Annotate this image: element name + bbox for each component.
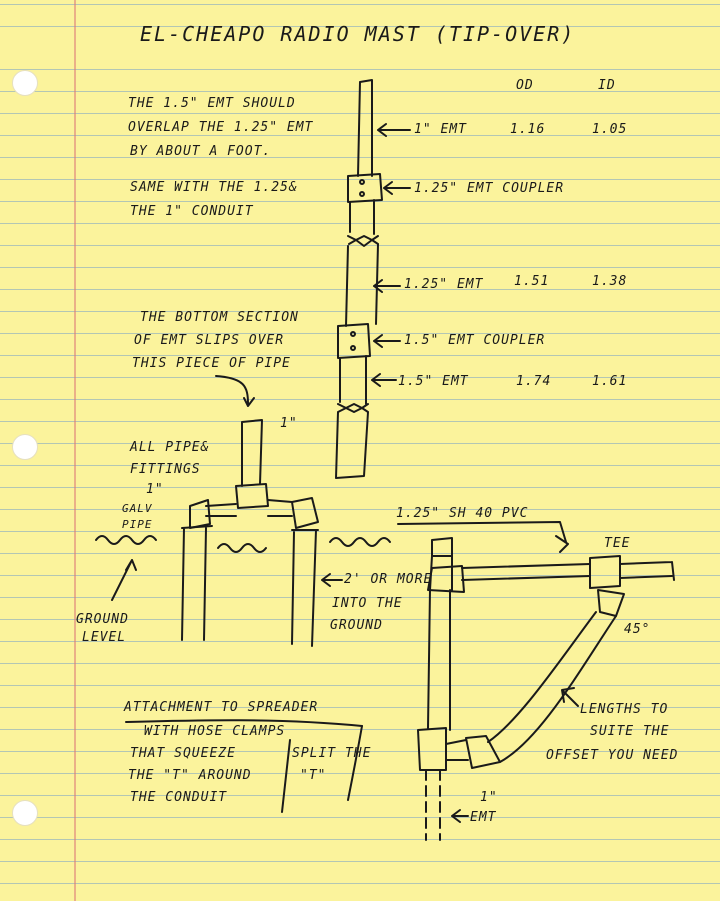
note-attach-2: WITH HOSE CLAMPS <box>144 724 285 739</box>
note-fittings-3: 1" <box>146 482 164 497</box>
note-same-2: THE 1" CONDUIT <box>130 204 254 219</box>
note-overlap-3: BY ABOUT A FOOT. <box>130 144 271 159</box>
emt-125-section <box>348 200 378 240</box>
note-lengths-1: LENGTHS TO <box>580 702 668 717</box>
value-id-15: 1.61 <box>592 374 627 389</box>
label-pipe-1: 1" <box>280 416 298 431</box>
label-emt-15: 1.5" EMT <box>398 374 469 389</box>
note-attach-3: THAT SQUEEZE <box>130 746 236 761</box>
value-id-1: 1.05 <box>592 122 627 137</box>
coupler-15 <box>338 324 370 358</box>
label-coupler-125: 1.25" EMT COUPLER <box>414 181 564 196</box>
note-ground-1: GROUND <box>76 612 129 627</box>
note-split-2: "T" <box>300 768 326 783</box>
note-overlap-2: OVERLAP THE 1.25" EMT <box>128 120 313 135</box>
note-depth-3: GROUND <box>330 618 383 633</box>
emt-1-inch-section <box>358 80 372 176</box>
note-attach-4: THE "T" AROUND <box>128 768 252 783</box>
value-od-15: 1.74 <box>516 374 551 389</box>
note-fittings-2: FITTINGS <box>130 462 201 477</box>
label-emt-1: 1" EMT <box>414 122 467 137</box>
note-attach-5: THE CONDUIT <box>130 790 227 805</box>
mast-drawing <box>336 80 382 478</box>
column-id: ID <box>598 78 616 93</box>
note-fittings-1: ALL PIPE& <box>130 440 209 455</box>
note-lengths-3: OFFSET YOU NEED <box>546 748 678 763</box>
label-45-deg: 45° <box>624 622 650 637</box>
label-bottom-emt-1: 1" <box>480 790 498 805</box>
note-fittings-5: PIPE <box>122 518 153 531</box>
note-split-1: SPLIT THE <box>292 746 371 761</box>
note-depth-1: 2' OR MORE <box>344 572 432 587</box>
note-overlap-1: THE 1.5" EMT SHOULD <box>128 96 296 111</box>
note-depth-2: INTO THE <box>332 596 403 611</box>
label-pvc: 1.25" SH 40 PVC <box>396 506 528 521</box>
value-id-125: 1.38 <box>592 274 627 289</box>
note-bottom-3: THIS PIECE OF PIPE <box>132 356 291 371</box>
column-od: OD <box>516 78 534 93</box>
note-bottom-2: OF EMT SLIPS OVER <box>134 333 284 348</box>
value-od-125: 1.51 <box>514 274 549 289</box>
note-same-1: SAME WITH THE 1.25& <box>130 180 298 195</box>
label-bottom-emt-2: EMT <box>470 810 496 825</box>
page-title: EL-CHEAPO RADIO MAST (TIP-OVER) <box>140 22 575 46</box>
emt-15-section <box>338 356 368 408</box>
label-emt-125: 1.25" EMT <box>404 277 483 292</box>
value-od-1: 1.16 <box>510 122 545 137</box>
note-attach-1: ATTACHMENT TO SPREADER <box>124 700 318 715</box>
label-tee: TEE <box>604 536 630 551</box>
note-lengths-2: SUITE THE <box>590 724 669 739</box>
note-fittings-4: GALV <box>122 502 153 515</box>
label-coupler-15: 1.5" EMT COUPLER <box>404 333 545 348</box>
coupler-125 <box>348 174 382 202</box>
note-ground-2: LEVEL <box>82 630 126 645</box>
note-bottom-1: THE BOTTOM SECTION <box>140 310 299 325</box>
